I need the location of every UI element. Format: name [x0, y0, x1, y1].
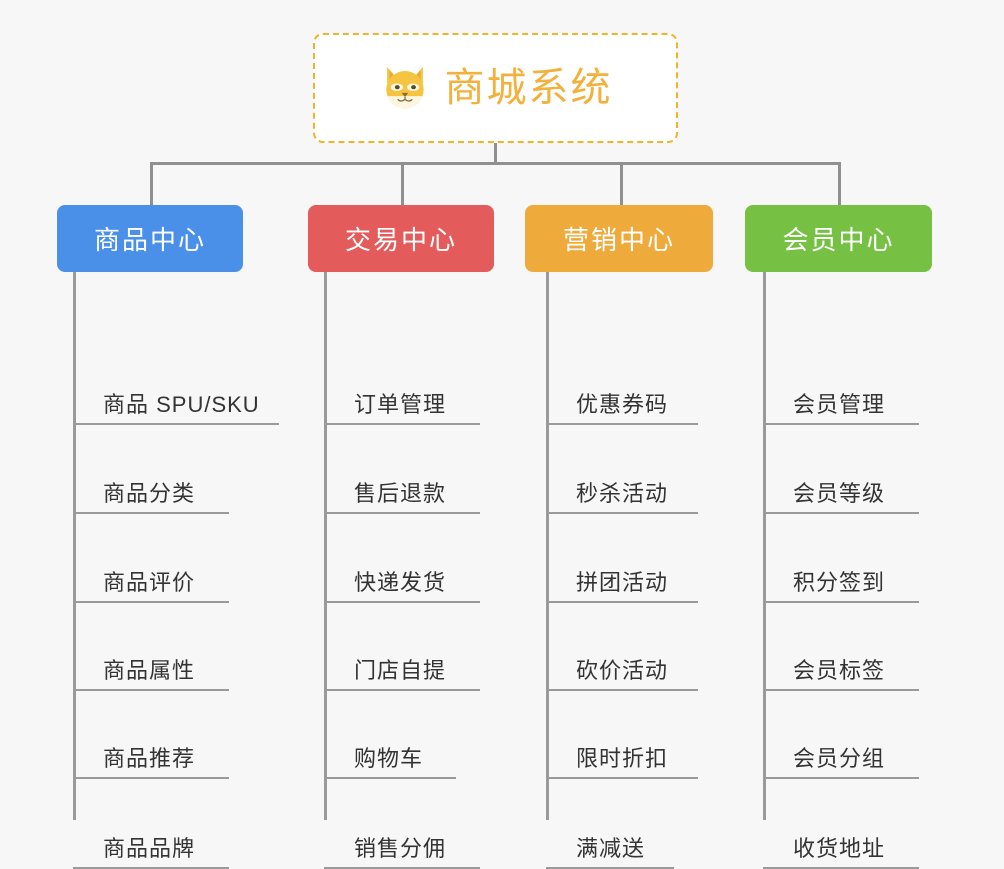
leaf-item-label: 积分签到	[793, 569, 886, 595]
leaf-item[interactable]: 会员管理	[763, 337, 919, 425]
leaf-item[interactable]: 砍价活动	[546, 603, 698, 691]
leaf-item[interactable]: 会员分组	[763, 691, 919, 779]
leaf-item-label: 限时折扣	[576, 745, 669, 771]
category-box-member-center[interactable]: 会员中心	[745, 205, 932, 272]
leaf-item[interactable]: 商品分类	[73, 426, 229, 514]
category-box-trade-center[interactable]: 交易中心	[308, 205, 494, 272]
leaf-item-label: 门店自提	[354, 657, 447, 683]
drop-line-marketing-center	[620, 162, 623, 205]
leaf-item[interactable]: 收货地址	[763, 781, 919, 869]
leaf-item-label: 售后退款	[354, 480, 447, 506]
drop-line-trade-center	[401, 162, 404, 205]
leaf-item-label: 会员等级	[793, 480, 886, 506]
leaf-item[interactable]: 快递发货	[324, 515, 480, 603]
category-box-marketing-center[interactable]: 营销中心	[525, 205, 713, 272]
leaf-item-label: 会员分组	[793, 745, 886, 771]
leaf-item-label: 会员标签	[793, 657, 886, 683]
root-title: 商城系统	[444, 66, 613, 110]
leaf-spine	[73, 272, 76, 820]
leaf-item[interactable]: 购物车	[324, 691, 456, 779]
leaf-item[interactable]: 商品评价	[73, 515, 229, 603]
leaf-item-label: 商品品牌	[103, 835, 196, 861]
leaf-item[interactable]: 会员等级	[763, 426, 919, 514]
leaf-item-label: 商品属性	[103, 657, 196, 683]
leaf-item[interactable]: 满减送	[546, 781, 674, 869]
bus-line	[150, 162, 841, 165]
leaf-item[interactable]: 商品属性	[73, 603, 229, 691]
category-box-product-center[interactable]: 商品中心	[57, 205, 243, 272]
leaf-item[interactable]: 订单管理	[324, 337, 480, 425]
leaf-item-label: 秒杀活动	[576, 480, 669, 506]
leaf-item[interactable]: 限时折扣	[546, 691, 698, 779]
leaf-item-label: 会员管理	[793, 391, 886, 417]
leaf-item-label: 商品 SPU/SKU	[103, 391, 260, 417]
root-stem-line	[494, 143, 497, 165]
shiba-dog-icon	[379, 62, 431, 114]
leaf-item-label: 商品推荐	[103, 745, 196, 771]
category-label: 会员中心	[782, 225, 895, 255]
leaf-item-label: 商品分类	[103, 480, 196, 506]
leaf-item-label: 优惠券码	[576, 391, 669, 417]
leaf-item-label: 购物车	[354, 745, 424, 771]
leaf-item[interactable]: 售后退款	[324, 426, 480, 514]
leaf-item-label: 拼团活动	[576, 569, 669, 595]
root-node[interactable]: 商城系统	[313, 33, 678, 143]
leaf-item[interactable]: 商品品牌	[73, 781, 229, 869]
leaf-spine	[763, 272, 766, 820]
leaf-item-label: 满减送	[576, 835, 646, 861]
leaf-item[interactable]: 门店自提	[324, 603, 480, 691]
leaf-spine	[546, 272, 549, 820]
leaf-spine	[324, 272, 327, 820]
leaf-item[interactable]: 销售分佣	[324, 781, 480, 869]
mindmap-canvas: 商城系统 商品中心商品 SPU/SKU 商品分类商品评价商品属性商品推荐商品品牌 交…	[57, 33, 932, 869]
leaf-item[interactable]: 商品 SPU/SKU	[73, 337, 279, 425]
category-label: 交易中心	[344, 225, 457, 255]
leaf-item-label: 订单管理	[354, 391, 447, 417]
leaf-item-label: 砍价活动	[576, 657, 669, 683]
leaf-item[interactable]: 积分签到	[763, 515, 919, 603]
leaf-item[interactable]: 会员标签	[763, 603, 919, 691]
category-label: 商品中心	[93, 225, 206, 255]
leaf-item-label: 商品评价	[103, 569, 196, 595]
leaf-item[interactable]: 秒杀活动	[546, 426, 698, 514]
drop-line-product-center	[150, 162, 153, 205]
drop-line-member-center	[838, 162, 841, 205]
leaf-item[interactable]: 优惠券码	[546, 337, 698, 425]
leaf-item[interactable]: 拼团活动	[546, 515, 698, 603]
category-label: 营销中心	[562, 225, 675, 255]
leaf-item-label: 销售分佣	[354, 835, 447, 861]
leaf-item[interactable]: 商品推荐	[73, 691, 229, 779]
leaf-item-label: 快递发货	[354, 569, 447, 595]
leaf-item-label: 收货地址	[793, 835, 886, 861]
